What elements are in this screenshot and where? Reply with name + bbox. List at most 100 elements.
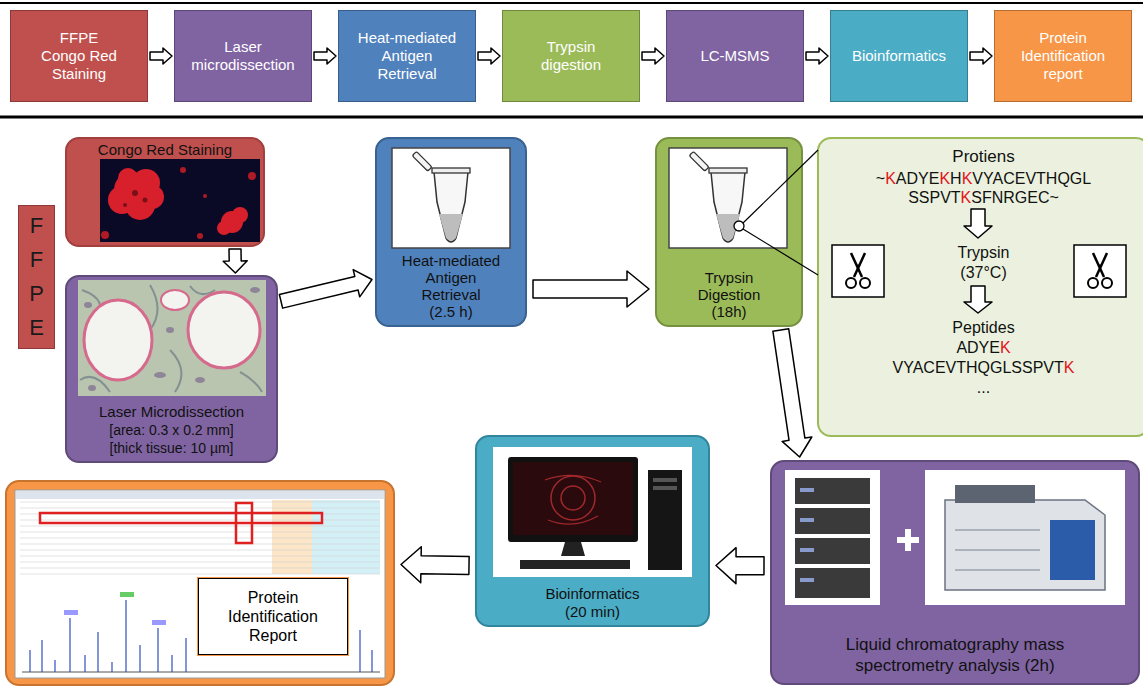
- text-holder: Trypsin digestion: [503, 11, 639, 101]
- congo-red-micrograph: [221, 211, 243, 233]
- text-holder: Bioinformatics(20 min): [477, 581, 708, 625]
- residue-run: ADYE: [956, 339, 1000, 356]
- text-holder: Liquid chromatography mass spectrometry …: [772, 627, 1138, 683]
- text-holder: Bioinformatics: [831, 11, 967, 101]
- report-screenshot: [312, 500, 380, 574]
- tube-icon: [689, 151, 709, 171]
- congo-red-micrograph: [180, 167, 186, 173]
- tube-icon: [716, 214, 740, 241]
- scissors-icon: [846, 278, 856, 288]
- flow-arrow: [773, 329, 812, 457]
- report-screenshot: [15, 490, 385, 678]
- process-arrow: [964, 209, 992, 313]
- congo-red-micrograph: [132, 190, 138, 196]
- tissue-micrograph: [250, 287, 260, 293]
- lc-instrument: [785, 470, 880, 605]
- congo-red-micrograph: [132, 169, 160, 197]
- tissue-micrograph: [154, 372, 166, 378]
- congo-red-micrograph: [248, 172, 256, 180]
- tissue-micrograph: [166, 327, 174, 333]
- tissue-micrograph: [88, 385, 96, 391]
- tissue-micrograph: [84, 302, 92, 308]
- sample-type-band: FFPE: [18, 205, 55, 349]
- zoom-callout: [743, 150, 818, 223]
- scissors-icon: [857, 265, 860, 268]
- stain-panel: Congo Red Staining: [65, 137, 265, 247]
- lc-instrument: [795, 568, 870, 598]
- report-label: Protein Identification Report: [213, 588, 333, 645]
- process-arrow: [964, 286, 992, 313]
- congo-red-micrograph: [100, 159, 260, 242]
- sequence-text: ...: [819, 378, 1143, 397]
- scissors-icon: [1074, 245, 1126, 297]
- residue-run: VYACEVTHQGLSSPVT: [893, 359, 1064, 376]
- computer-icon: [561, 542, 585, 556]
- residue-run: ~: [876, 170, 885, 187]
- lc-instrument: [795, 538, 870, 564]
- panel-caption: [area: 0.3 x 0.2 mm]: [109, 421, 234, 439]
- panel-caption: Laser Microdissection: [99, 403, 244, 421]
- report-screenshot: [30, 600, 372, 672]
- banner-rule: [0, 3, 1143, 117]
- report-screenshot: [64, 610, 78, 615]
- text-holder: Trypsin Digestion(18h): [657, 264, 801, 325]
- flow-arrow: [642, 48, 664, 64]
- computer-icon: [653, 478, 677, 482]
- plus-symbol: [897, 529, 919, 551]
- antigen-retrieval-panel: Heat-mediated Antigen Retrieval(2.5 h): [375, 137, 527, 327]
- mass-spectrometer: [925, 470, 1125, 605]
- sequence-text: ADYEK: [819, 338, 1143, 357]
- scissors-icon: [851, 253, 862, 277]
- panel-caption: Trypsin Digestion: [679, 269, 779, 303]
- congo-red-micrograph: [123, 203, 127, 207]
- lc-instrument: [795, 478, 870, 504]
- cleavage-residue: K: [1064, 359, 1075, 376]
- flow-arrow: [223, 249, 247, 273]
- step-label: Protein Identification report: [1008, 29, 1118, 83]
- congo-red-micrograph: [125, 190, 155, 220]
- report-screenshot: [120, 592, 134, 597]
- text-holder: Protiens~KADYEKHKVYACEVTHQGL SSPVTKSFNRG…: [819, 139, 1143, 435]
- step-box: Trypsin digestion: [502, 10, 640, 102]
- scissors-icon: [1088, 278, 1098, 288]
- computer-icon: [508, 457, 638, 542]
- zoom-callout: [743, 229, 818, 275]
- sequence-text: ~KADYEKHKVYACEVTHQGL SSPVTKSFNRGEC~: [864, 169, 1104, 207]
- report-screenshot: [15, 490, 385, 678]
- step-label: Heat-mediated Antigen Retrieval: [355, 29, 460, 83]
- tissue-micrograph: [161, 290, 189, 310]
- flow-arrow: [150, 48, 172, 64]
- cleavage-residue: K: [885, 170, 896, 187]
- sample-type-label: FFPE: [26, 209, 48, 345]
- banner-rule: [0, 116, 1143, 119]
- mass-spectrometer: [955, 530, 1040, 570]
- tube-icon: [711, 172, 745, 242]
- text-holder: Laser Microdissection[area: 0.3 x 0.2 mm…: [67, 399, 276, 461]
- computer-icon: [520, 560, 630, 569]
- lc-instrument: [800, 488, 814, 492]
- congo-red-micrograph: [114, 172, 150, 208]
- tissue-micrograph: [78, 280, 266, 396]
- step-label: LC-MSMS: [700, 47, 769, 65]
- step-label: Trypsin digestion: [521, 38, 621, 74]
- report-screenshot: [20, 502, 380, 574]
- panel-caption: Liquid chromatography mass spectrometry …: [825, 634, 1085, 676]
- flow-arrow: [401, 547, 469, 583]
- flow-arrow: [806, 48, 828, 64]
- tube-icon: [412, 151, 432, 171]
- computer-icon: [648, 470, 682, 570]
- tube-icon: [392, 148, 510, 248]
- digestion-detail-panel: Protiens~KADYEKHKVYACEVTHQGL SSPVTKSFNRG…: [817, 137, 1143, 437]
- congo-red-micrograph: [100, 159, 260, 242]
- report-screenshot: [15, 490, 385, 678]
- text-holder: Congo Red Staining: [67, 139, 263, 161]
- text-holder: Protein Identification report: [995, 11, 1131, 101]
- congo-red-micrograph: [197, 233, 203, 239]
- step-box: Laser microdissection: [174, 10, 312, 102]
- scissors-icon: [832, 245, 884, 297]
- scissors-icon: [860, 278, 870, 288]
- flow-arrow: [279, 270, 372, 309]
- congo-red-micrograph: [143, 198, 148, 203]
- tube-icon: [434, 172, 468, 242]
